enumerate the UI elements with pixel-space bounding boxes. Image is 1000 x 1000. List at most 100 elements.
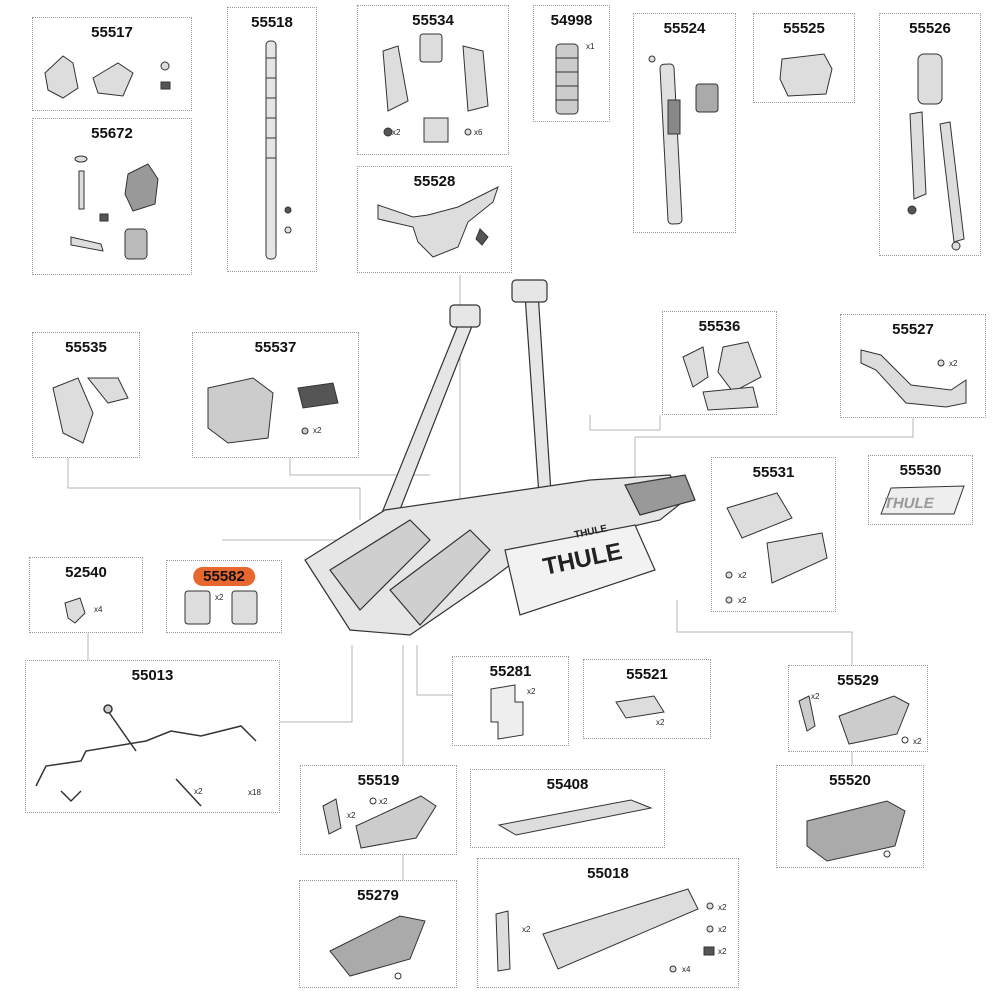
quantity-label: x2 <box>718 947 727 956</box>
part-number-label: 55529 <box>837 672 879 689</box>
rail-bar-icon <box>497 799 653 836</box>
quantity-label: x2 <box>656 718 665 727</box>
quantity-label: x4 <box>682 965 691 974</box>
light-housing-icon <box>322 795 437 849</box>
quantity-label: x2 <box>313 426 322 435</box>
part-number-label: 55013 <box>131 667 174 684</box>
part-55525-box[interactable]: 55525 <box>753 13 855 103</box>
part-number-label: 55672 <box>91 125 133 142</box>
part-52540-box[interactable]: 52540 x4 <box>29 557 143 633</box>
quantity-label: x2 <box>392 128 401 137</box>
quantity-label: x2 <box>811 692 820 701</box>
strap-holder-icon <box>52 377 129 444</box>
part-55518-box[interactable]: 55518 <box>227 7 317 272</box>
part-55526-box[interactable]: 55526 <box>879 13 981 256</box>
part-55524-box[interactable]: 55524 <box>633 13 736 233</box>
quantity-label: x18 <box>248 788 261 797</box>
quantity-label: x2 <box>215 593 224 602</box>
part-number-label: 55408 <box>546 776 589 793</box>
quantity-label: x2 <box>527 687 536 696</box>
end-cap-icon <box>779 53 833 97</box>
part-number-label: 55526 <box>909 20 951 37</box>
part-number-label: 55519 <box>357 772 400 789</box>
quantity-label: x2 <box>738 596 747 605</box>
spacer-block-icon <box>615 695 665 719</box>
part-number-label-highlighted: 55582 <box>193 567 255 586</box>
quantity-label: x2 <box>738 571 747 580</box>
cable-tray-icon <box>860 349 967 408</box>
part-number-label: 55537 <box>254 339 297 356</box>
part-number-label: 55517 <box>91 24 133 41</box>
part-number-label: 54998 <box>550 12 593 29</box>
part-55582-box[interactable]: 55582 x2 <box>166 560 282 633</box>
part-number-label: 55018 <box>587 865 629 882</box>
plate-bracket-icon <box>725 492 828 604</box>
part-55519-box[interactable]: 55519 x2 x2 <box>300 765 457 855</box>
part-55534-box[interactable]: 55534 x2 x6 <box>357 5 509 155</box>
rear-light-icon <box>806 800 906 862</box>
part-number-label: 55521 <box>626 666 668 683</box>
part-55279-box[interactable]: 55279 <box>299 880 457 988</box>
part-55536-box[interactable]: 55536 <box>662 311 777 415</box>
wiring-harness-icon <box>35 704 257 807</box>
cradle-icon <box>682 341 762 411</box>
quantity-label: x2 <box>379 797 388 806</box>
part-55018-box[interactable]: 55018 x2 x2 x2 x2 x4 <box>477 858 739 988</box>
part-55527-box[interactable]: 55527 x2 <box>840 314 986 418</box>
support-arm-icon <box>648 55 719 225</box>
part-number-label: 55524 <box>663 20 706 37</box>
lock-knob-kit-icon <box>70 155 159 260</box>
frame-holder-kit-icon <box>382 33 489 143</box>
rubber-pad-icon <box>555 43 579 115</box>
quantity-label: x2 <box>522 925 531 934</box>
part-55408-box[interactable]: 55408 <box>470 769 665 848</box>
part-number-label: 55536 <box>698 318 741 335</box>
part-55531-box[interactable]: 55531 x2 x2 <box>711 457 836 612</box>
part-number-label: 55535 <box>65 339 107 356</box>
strap-icon <box>265 40 292 260</box>
part-54998-box[interactable]: 54998 x1 <box>533 5 610 122</box>
adapter-block-icon <box>207 377 339 444</box>
part-55535-box[interactable]: 55535 <box>32 332 140 458</box>
light-housing-icon <box>329 915 426 980</box>
quantity-label: x2 <box>913 737 922 746</box>
logo-plate-icon: THULE <box>880 485 965 515</box>
part-number-label: 55525 <box>783 20 825 37</box>
quantity-label: x1 <box>586 42 595 51</box>
part-number-label: 55281 <box>489 663 532 680</box>
brand-text: THULE <box>882 495 936 512</box>
cable-clip-icon <box>64 597 86 624</box>
part-55013-box[interactable]: 55013 x2 x18 <box>25 660 280 813</box>
quantity-label: x2 <box>718 925 727 934</box>
part-55530-box[interactable]: 55530 THULE <box>868 455 973 525</box>
handle-icon <box>377 186 499 258</box>
part-55672-box[interactable]: 55672 <box>32 118 192 275</box>
wheel-holder-kit-icon <box>907 53 965 251</box>
connector-cover-icon <box>184 590 258 625</box>
part-number-label: 55518 <box>251 14 293 31</box>
bike-carrier-illustration: THULE THULE <box>304 279 696 636</box>
part-55517-box[interactable]: 55517 <box>32 17 192 111</box>
part-number-label: 55534 <box>412 12 454 29</box>
quantity-label: x2 <box>949 359 958 368</box>
part-55520-box[interactable]: 55520 <box>776 765 924 868</box>
quantity-label: x6 <box>474 128 483 137</box>
part-number-label: 55531 <box>752 464 795 481</box>
quantity-label: x2 <box>718 903 727 912</box>
part-55537-box[interactable]: 55537 x2 <box>192 332 359 458</box>
bracket-icon <box>490 684 524 740</box>
part-number-label: 55530 <box>899 462 942 479</box>
part-55281-box[interactable]: 55281 x2 <box>452 656 569 746</box>
part-55529-box[interactable]: 55529 x2 x2 <box>788 665 928 752</box>
quantity-label: x2 <box>347 811 356 820</box>
light-cover-icon <box>798 695 910 745</box>
quantity-label: x4 <box>94 605 103 614</box>
part-number-label: 52540 <box>65 564 107 581</box>
part-number-label: 55520 <box>829 772 871 789</box>
license-plate-holder-icon <box>495 888 715 973</box>
part-55528-box[interactable]: 55528 <box>357 166 512 273</box>
quantity-label: x2 <box>194 787 203 796</box>
part-55521-box[interactable]: 55521 x2 <box>583 659 711 739</box>
part-number-label: 55528 <box>413 173 456 190</box>
